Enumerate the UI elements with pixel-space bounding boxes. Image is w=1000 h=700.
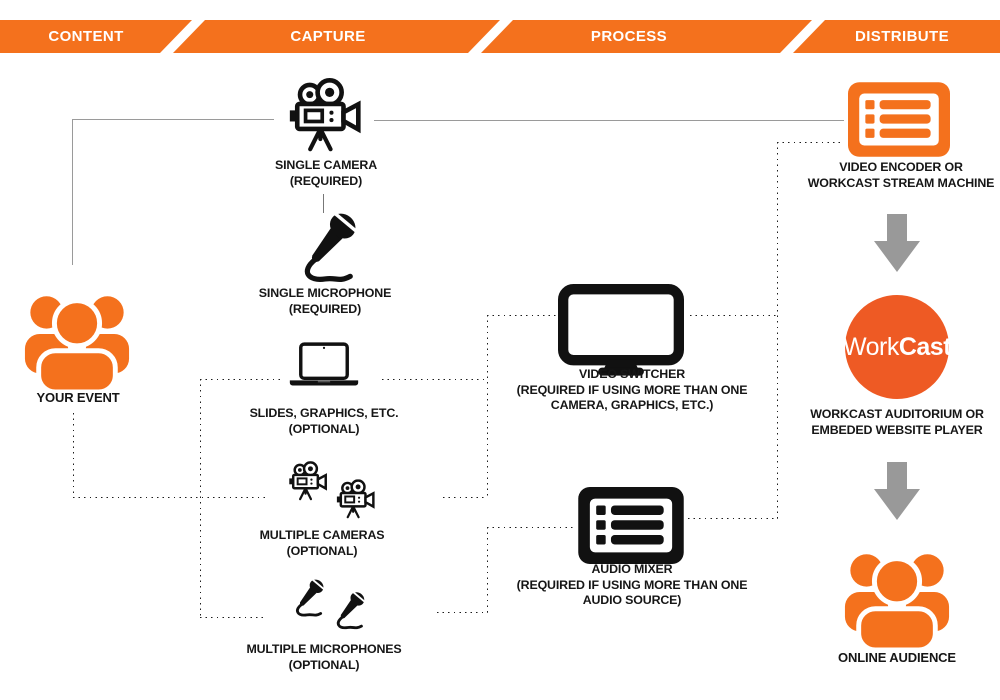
- banner-label-distribute: DISTRIBUTE: [855, 28, 949, 45]
- slides-label: SLIDES, GRAPHICS, ETC. (OPTIONAL): [249, 406, 399, 436]
- multiple-microphones-label: MULTIPLE MICROPHONES (OPTIONAL): [246, 642, 402, 672]
- dotted-mixer-bus: [487, 527, 489, 613]
- single-microphone-label: SINGLE MICROPHONE (REQUIRED): [258, 286, 392, 316]
- banner-segment-process: [481, 20, 812, 53]
- connector-your-event-to-camera: [72, 119, 274, 120]
- multi-microphone-icon: [277, 576, 375, 644]
- movie-camera-icon: [286, 78, 364, 152]
- video-switcher-label: VIDEO SWITCHER (REQUIRED IF USING MORE T…: [516, 367, 748, 412]
- phase-banner: CONTENT CAPTURE PROCESS DISTRIBUTE: [0, 20, 1000, 53]
- your-event-label: YOUR EVENT: [36, 390, 120, 405]
- dotted-your-event-down: [73, 413, 75, 498]
- dotted-capture-bus: [200, 379, 202, 618]
- encoder-icon: [848, 82, 950, 157]
- dotted-bus-to-mixer: [487, 527, 575, 529]
- dotted-bus-to-slides: [200, 379, 284, 381]
- dotted-switcher-bus: [487, 315, 489, 498]
- connector-camera-to-encoder: [374, 120, 844, 121]
- connector-camera-to-microphone: [323, 194, 324, 213]
- dotted-bus-to-switcher: [487, 315, 560, 317]
- people-group-icon: [17, 282, 137, 392]
- people-group-icon: [838, 540, 956, 650]
- dotted-bus-to-encoder: [777, 142, 843, 144]
- dotted-bus-to-microphones: [200, 617, 264, 619]
- banner-label-capture: CAPTURE: [290, 28, 366, 45]
- multiple-cameras-label: MULTIPLE CAMERAS (OPTIONAL): [259, 528, 385, 558]
- dotted-switcher-to-encoder-bus: [690, 315, 778, 317]
- banner-segment-capture: [173, 20, 500, 53]
- connector-your-event-up: [72, 120, 73, 265]
- workcast-auditorium-label: WORKCAST AUDITORIUM OR EMBEDED WEBSITE P…: [810, 407, 984, 437]
- banner-label-content: CONTENT: [48, 28, 124, 45]
- monitor-icon: [558, 284, 684, 378]
- dotted-your-event-to-cameras: [73, 497, 269, 499]
- multi-movie-camera-icon: [278, 461, 378, 527]
- banner-segment-content: [0, 20, 192, 53]
- single-camera-label: SINGLE CAMERA (REQUIRED): [275, 158, 377, 188]
- dotted-encoder-bus: [777, 142, 779, 519]
- workcast-logo-text-light: Work: [842, 332, 899, 361]
- microphone-icon: [287, 207, 365, 285]
- audio-mixer-icon: [578, 487, 684, 564]
- workcast-logo-text-bold: Cast: [898, 332, 952, 361]
- video-encoder-label: VIDEO ENCODER OR WORKCAST STREAM MACHINE: [807, 160, 995, 190]
- laptop-icon: [283, 342, 365, 390]
- banner-label-process: PROCESS: [590, 28, 668, 45]
- down-arrow-icon: [874, 214, 920, 272]
- online-audience-label: ONLINE AUDIENCE: [838, 650, 956, 665]
- banner-segment-distribute: [793, 20, 1000, 53]
- dotted-mics-to-mixer-bus: [437, 612, 488, 614]
- dotted-slides-to-switcher-bus: [382, 379, 488, 381]
- dotted-cameras-to-switcher-bus: [443, 497, 488, 499]
- dotted-mixer-to-encoder-bus: [688, 518, 778, 520]
- audio-mixer-label: AUDIO MIXER (REQUIRED IF USING MORE THAN…: [516, 562, 748, 607]
- down-arrow-icon: [874, 462, 920, 520]
